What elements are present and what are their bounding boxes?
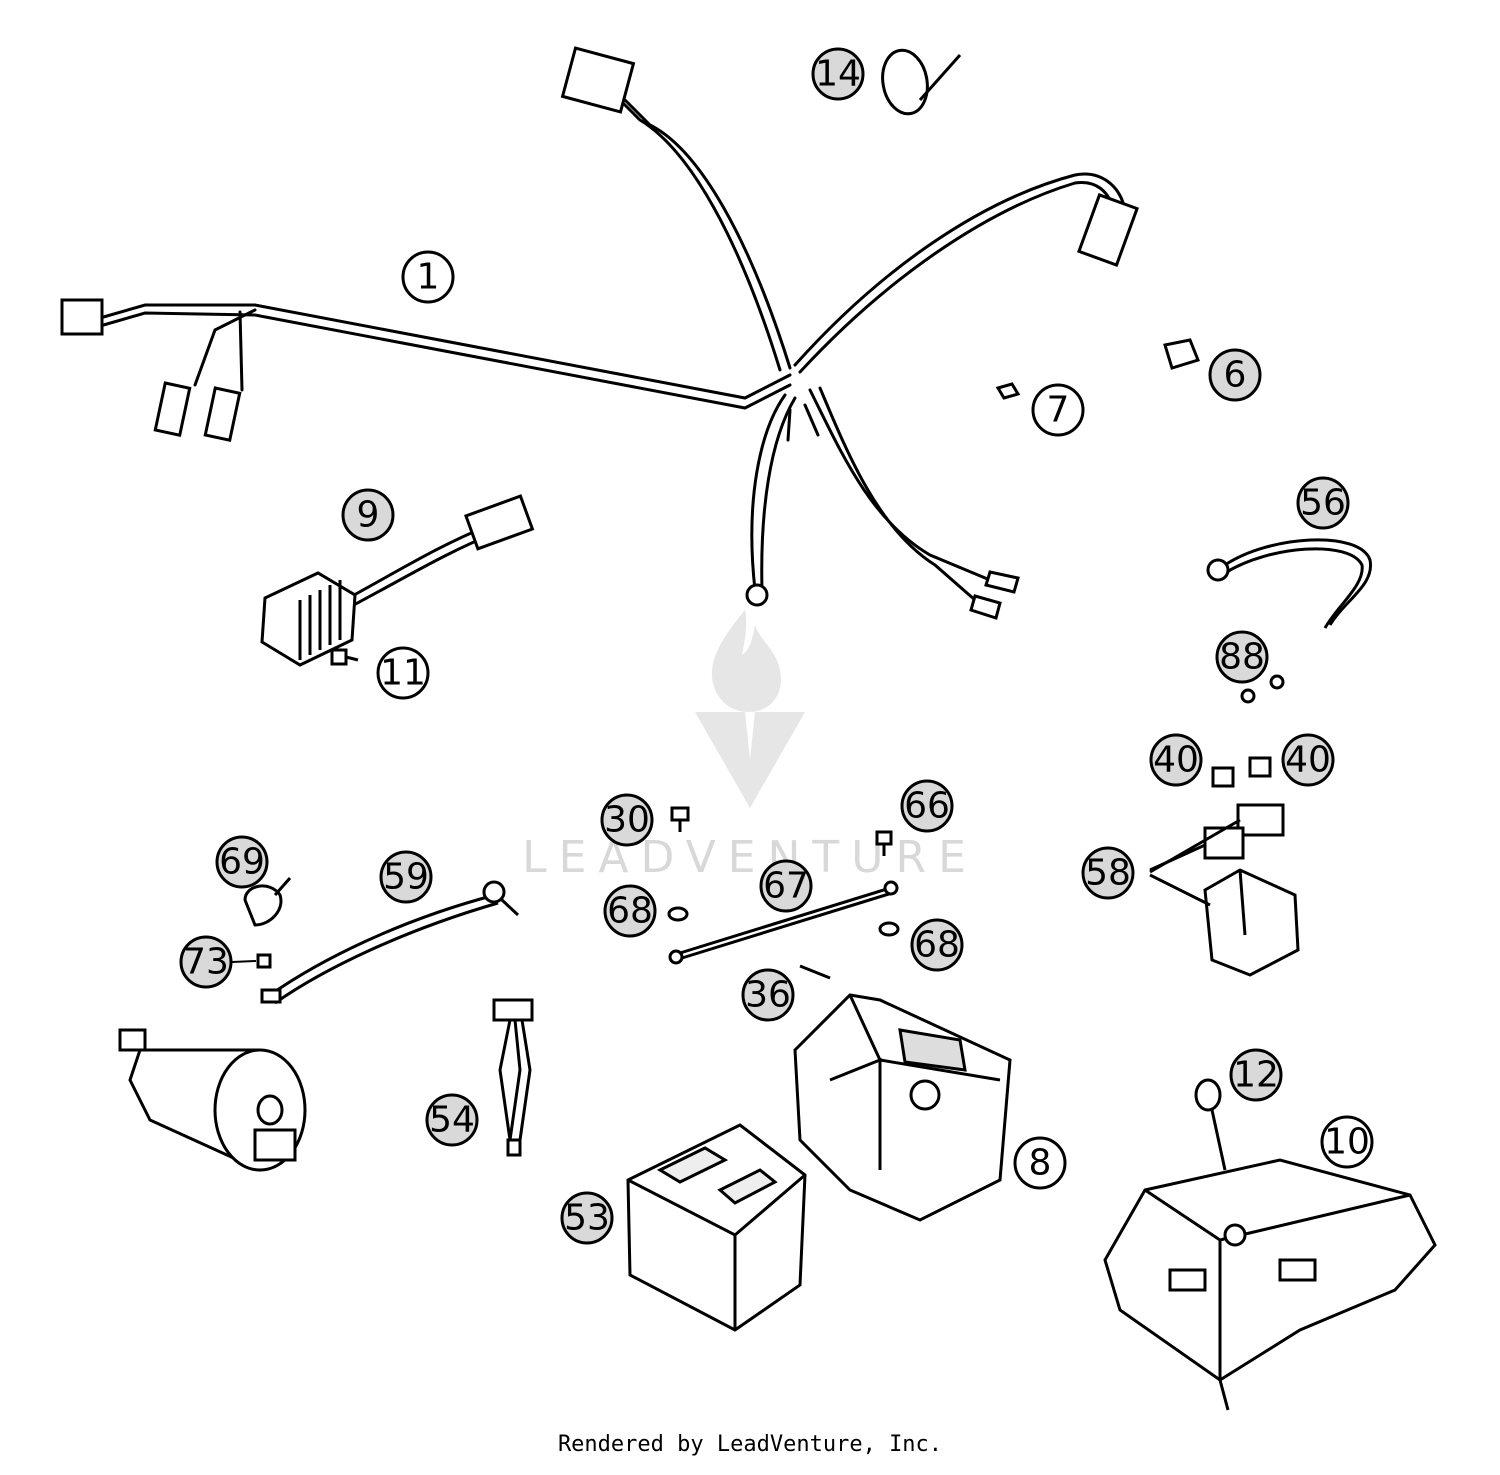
callout-59: 59 [379,850,433,904]
watermark-v-icon [695,712,805,808]
ground-cable [1208,540,1371,628]
callout-68-left: 68 [603,884,657,938]
callout-67: 67 [759,859,813,913]
wiring-harness [62,48,1137,618]
callout-68-right: 68 [910,918,964,972]
callout-10: 10 [1320,1115,1374,1169]
callout-12: 12 [1229,1048,1283,1102]
footer-credit: Rendered by LeadVenture, Inc. [557,1432,943,1457]
svg-text:88: 88 [1219,637,1265,678]
watermark-flame-icon [711,610,781,712]
callout-6: 6 [1208,348,1262,402]
callout-54: 54 [425,1093,479,1147]
battery-box [795,995,1010,1220]
svg-text:59: 59 [383,857,429,898]
callout-56: 56 [1296,476,1350,530]
svg-text:6: 6 [1224,355,1247,396]
svg-text:68: 68 [914,925,960,966]
callout-7: 7 [1031,383,1085,437]
callout-30: 30 [600,793,654,847]
watermark-text: LEADVENTURE [522,832,978,883]
grommet [1196,1080,1225,1170]
svg-text:1: 1 [417,257,440,298]
callout-14: 14 [811,47,865,101]
cable-tie [878,47,960,118]
small-screws [1242,676,1283,702]
svg-text:67: 67 [763,866,809,907]
svg-text:40: 40 [1285,740,1331,781]
svg-text:10: 10 [1324,1122,1370,1163]
callout-69: 69 [215,835,269,889]
battery-cable [670,882,897,963]
svg-text:9: 9 [357,495,380,536]
voltage-regulator [262,496,532,665]
callout-40-left: 40 [1149,733,1203,787]
callout-9: 9 [341,488,395,542]
callout-8: 8 [1013,1136,1067,1190]
svg-text:11: 11 [380,653,426,694]
starter-motor [120,1030,305,1170]
callout-66: 66 [900,779,954,833]
svg-text:69: 69 [219,842,265,883]
svg-text:14: 14 [815,54,861,95]
screw-36 [800,966,830,978]
battery [628,1125,805,1330]
callout-58: 58 [1081,846,1135,900]
svg-text:30: 30 [604,800,650,841]
callout-11: 11 [376,646,430,700]
svg-text:56: 56 [1300,483,1346,524]
svg-text:58: 58 [1085,853,1131,894]
callout-40-right: 40 [1281,733,1335,787]
fuses [1213,758,1270,786]
callout-88: 88 [1215,630,1269,684]
callout-1: 1 [401,250,455,304]
clip [998,340,1198,398]
callout-53: 53 [560,1191,614,1245]
svg-text:68: 68 [607,891,653,932]
starter-cable [262,882,518,1003]
svg-text:12: 12 [1233,1055,1279,1096]
callouts: 1 14 6 7 9 11 56 88 40 40 30 66 58 69 59… [179,47,1374,1245]
callout-36: 36 [741,968,795,1022]
leader-lines [231,960,257,963]
svg-text:73: 73 [183,942,229,983]
svg-text:53: 53 [564,1198,610,1239]
svg-text:66: 66 [904,786,950,827]
screw [332,650,358,664]
watermark: LEADVENTURE [522,610,978,883]
fuse-holder [494,1000,532,1155]
starter-relay [1150,805,1298,975]
mounting-plate [1105,1160,1435,1410]
svg-text:54: 54 [429,1100,475,1141]
bolts [672,808,891,856]
callout-73: 73 [179,935,233,989]
svg-text:8: 8 [1029,1143,1052,1184]
washers [669,908,898,935]
svg-text:36: 36 [745,975,791,1016]
terminal-cap [245,878,290,967]
svg-text:7: 7 [1047,390,1070,431]
svg-text:40: 40 [1153,740,1199,781]
